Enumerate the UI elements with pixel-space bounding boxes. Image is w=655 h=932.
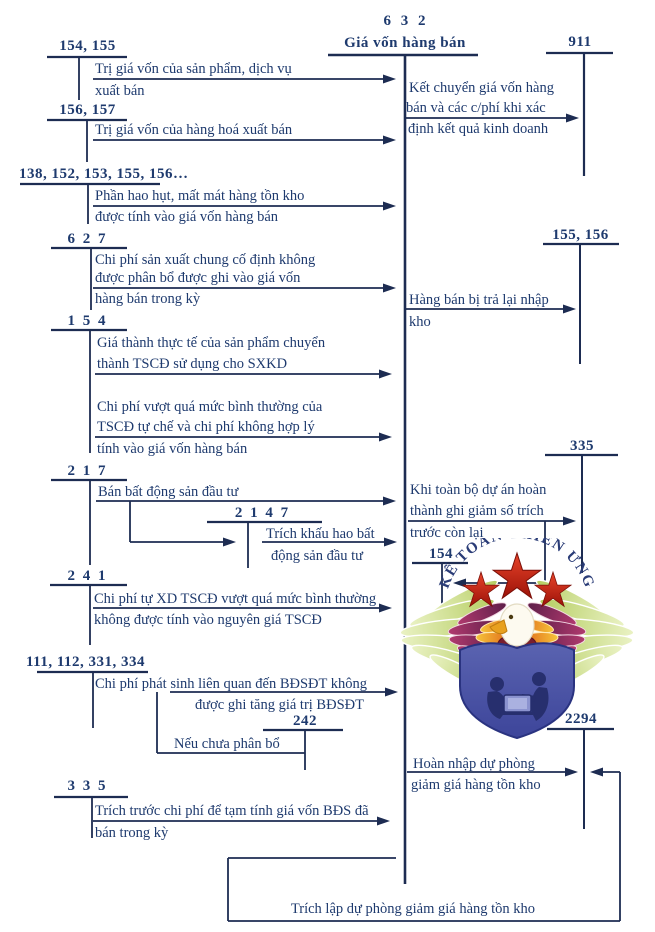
t-bar-156-157 — [47, 118, 127, 162]
three-stars-icon — [461, 551, 573, 608]
account-111-number: 111, 112, 331, 334 — [26, 654, 146, 670]
account-138-number: 138, 152, 153, 155, 156… — [19, 166, 189, 182]
entry-154-e1-line2: thành TSCĐ sử dụng cho SXKD — [97, 356, 288, 372]
entry-2147-line2: động sản đầu tư — [271, 548, 364, 564]
entry-154155-line1: Trị giá vốn của sản phẩm, dịch vụ — [95, 61, 292, 77]
t-bar-111 — [37, 670, 148, 728]
entry-155156-line1: Hàng bán bị trả lại nhập — [409, 292, 549, 308]
entry-911-line2: bán và các c/phí khi xác — [406, 100, 546, 116]
arrow-111-to-632 — [170, 687, 398, 697]
t-bar-632 — [328, 53, 478, 884]
branch-111-to-242 — [156, 692, 305, 754]
arrow-335-to-632 — [93, 816, 390, 826]
arrow-2147-to-632 — [262, 537, 397, 547]
entry-335r-line2: thành ghi giảm số trích — [410, 503, 544, 519]
t-bar-217 — [51, 478, 127, 565]
account-154-left-number: 1 5 4 — [67, 313, 108, 329]
entry-911-line3: định kết quả kinh doanh — [408, 121, 549, 137]
t-bar-335-left — [54, 795, 128, 838]
arrow-632-to-155156 — [406, 304, 576, 314]
entry-138-line2: được tính vào giá vốn hàng bán — [95, 209, 279, 225]
account-155156-number: 155, 156 — [552, 227, 609, 243]
entry-627-line3: hàng bán trong kỳ — [95, 291, 201, 307]
account-627-number: 6 2 7 — [67, 231, 108, 247]
t-bar-241 — [50, 583, 127, 645]
entry-627-line2: được phân bổ được ghi vào giá vốn — [95, 270, 301, 286]
arrow-632-to-335 — [408, 516, 576, 526]
entry-155156-line2: kho — [409, 314, 431, 330]
account-217-number: 2 1 7 — [67, 463, 108, 479]
account-241-number: 2 4 1 — [67, 568, 108, 584]
arrow-632-to-2294 — [407, 767, 578, 777]
entry-156157-line1: Trị giá vốn của hàng hoá xuất bán — [95, 122, 293, 138]
arrow-154-entry1-to-632 — [95, 369, 392, 379]
ketoan-thienung-logo: KẾ TOÁN THIÊN ƯNG — [400, 538, 635, 740]
arrow-241-to-632 — [93, 603, 392, 613]
t-bar-242 — [263, 728, 343, 770]
arrow-154-entry2-to-632 — [95, 432, 392, 442]
t-bar-2147 — [207, 520, 322, 568]
account-156157-number: 156, 157 — [59, 102, 116, 118]
account-2147-number: 2 1 4 7 — [234, 505, 291, 521]
entry-154155-line2: xuất bán — [95, 83, 145, 99]
arrow-138-to-632 — [93, 201, 396, 211]
account-335-right-number: 335 — [570, 438, 594, 454]
t-bar-335-right — [545, 453, 618, 573]
account-632-name: Giá vốn hàng bán — [344, 35, 466, 51]
entry-911-line1: Kết chuyển giá vốn hàng — [409, 80, 554, 96]
entry-111-line2: được ghi tăng giá trị BĐSĐT — [195, 697, 364, 713]
arrow-632-to-911 — [406, 113, 579, 123]
account-911-number: 911 — [568, 34, 592, 50]
entry-241-line2: không được tính vào nguyên giá TSCĐ — [94, 612, 322, 628]
entry-335r-line1: Khi toàn bộ dự án hoàn — [410, 482, 547, 498]
laptop-icon — [500, 694, 535, 715]
account-632-number: 6 3 2 — [383, 13, 429, 29]
arrow-154155-to-632 — [93, 74, 396, 84]
entry-154-e2-line2: TSCĐ tự chế và chi phí không hợp lý — [97, 419, 315, 435]
entry-2294-line2: giảm giá hàng tồn kho — [411, 777, 541, 793]
entry-627-line1: Chi phí sản xuất chung cố định không — [95, 252, 316, 268]
t-bar-154-left — [51, 328, 127, 453]
account-154155-number: 154, 155 — [59, 38, 116, 54]
entry-335r-line3: trước còn lại — [410, 525, 484, 541]
entry-154-e2-line1: Chi phí vượt quá mức bình thường của — [97, 399, 323, 415]
t-bar-2294 — [547, 727, 614, 829]
arrow-217-to-632 — [96, 496, 396, 506]
t-bar-154-155 — [47, 55, 127, 100]
entry-111-note: Nếu chưa phân bổ — [174, 736, 280, 752]
entry-111-line1: Chi phí phát sinh liên quan đến BĐSĐT kh… — [95, 676, 368, 692]
t-bar-138 — [20, 182, 160, 224]
entry-154-e2-line3: tính vào giá vốn hàng bán — [97, 441, 248, 457]
entry-2147-line1: Trích khấu hao bất — [266, 526, 375, 542]
arrow-217-branch-to-2147 — [129, 501, 236, 547]
route-provision-to-2294 — [227, 767, 621, 922]
account-242-number: 242 — [293, 713, 317, 729]
arrow-627-to-632 — [93, 283, 396, 293]
entry-2294-line1: Hoàn nhập dự phòng — [413, 756, 535, 772]
entry-217-line1: Bán bất động sản đầu tư — [98, 484, 239, 500]
t-bar-627 — [51, 246, 127, 310]
account-335-left-number: 3 3 5 — [67, 778, 108, 794]
entry-154-e1-line1: Giá thành thực tế của sản phẩm chuyển — [97, 335, 326, 351]
entry-335-line2: bán trong kỳ — [95, 825, 169, 841]
entry-138-line1: Phần hao hụt, mất mát hàng tồn kho — [95, 188, 305, 204]
t-bar-911 — [546, 51, 613, 176]
arrow-156157-to-632 — [93, 135, 396, 145]
account-2294-number: 2294 — [565, 711, 597, 727]
entry-provision-text: Trích lập dự phòng giảm giá hàng tồn kho — [290, 901, 536, 917]
t-bar-155-156 — [543, 242, 619, 364]
account-154-right-number: 154 — [429, 546, 453, 562]
entry-241-line1: Chi phí tự XD TSCĐ vượt quá mức bình thư… — [94, 591, 377, 607]
shield-icon — [459, 642, 575, 740]
entry-335-line1: Trích trước chi phí để tạm tính giá vốn … — [95, 803, 369, 819]
